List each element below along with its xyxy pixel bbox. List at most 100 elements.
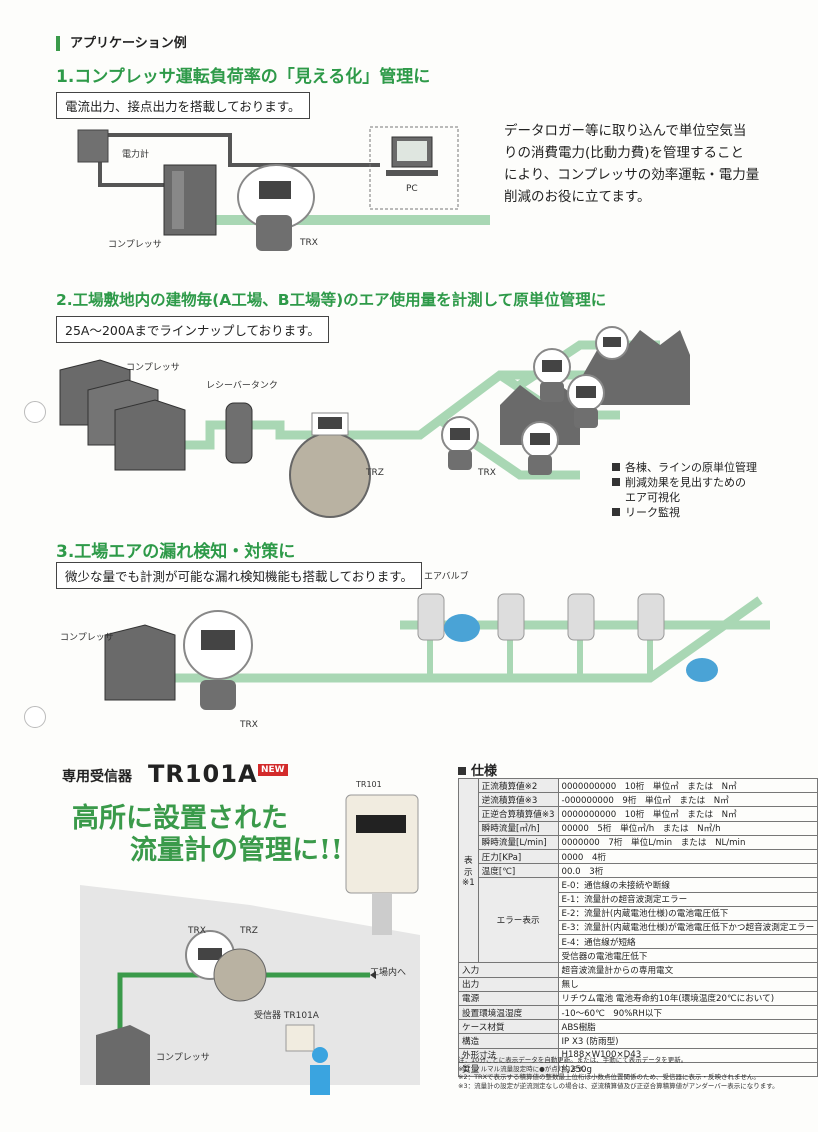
spec-row-value: リチウム電池 電池寿命約10年(環境温度20℃において) [557,990,818,1007]
spec-row-value: -000000000 9桁 単位㎥ または N㎥ [557,792,818,808]
note-3: ※2：TRXで表示する積算値の整数最上位桁は小数点位置関係のため、受信器に表示・… [458,1073,760,1082]
trx-label-3: TRX [240,720,258,730]
device-brand: TR101 [356,780,382,789]
spec-row-label: 出力 [458,976,559,992]
spec-row-value: 0000000000 10桁 単位㎥ または N㎥ [557,777,818,794]
section1-heading: 1.コンプレッサ運転負荷率の「見える化」管理に [56,67,431,87]
new-badge: NEW [258,764,288,776]
section1-note: 電流出力、接点出力を搭載しております。 [56,92,310,119]
spec-error-item: E-1：流量計の超音波測定エラー [557,891,818,907]
product-label: 専用受信器 [62,769,132,785]
trz-meter-body-2 [213,948,267,1002]
spec-row-label: 圧力[KPa] [477,848,559,865]
compressor-label-4: コンプレッサ [156,1053,210,1063]
spec-error-item: E-4：通信線が短絡 [557,934,818,950]
spec-row-label: 正流積算値※2 [477,777,559,794]
section1-cable-top [100,133,380,167]
desc-line-4: 削減のお役に立てます。 [504,189,651,205]
spec-row-value: 0000000 7桁 単位L/min または NL/min [557,834,818,850]
spec-row: 圧力[KPa]0000 4桁 [459,848,818,865]
person-body [310,1065,330,1095]
spec-error-item: E-3：流量計(内蔵電池仕様)が電池電圧低下かつ超音波測定エラー [557,919,818,936]
note-4: ※3：流量計の設定が逆流測定なしの場合は、逆流積算値及び正逆合算積算値がアンダー… [458,1081,779,1090]
power-meter-label: 電力計 [122,150,150,160]
section3-diagram [104,593,770,710]
spec-row-value: -10～60℃ 90%RH以下 [557,1004,818,1021]
trz-meter-body [289,432,371,518]
spec-row: 瞬時流量[L/min]0000000 7桁 単位L/min または NL/min [459,834,818,850]
spec-row-label: 電源 [458,990,559,1007]
section1-diagram [77,126,490,251]
spec-row-value: 00000 5桁 単位㎥/h または N㎥/h [557,820,818,836]
compressor-3 [104,624,176,701]
desc-line-3: により、コンプレッサの効率運転・電力量 [504,167,760,183]
receiver-tank [225,402,253,464]
receiver-illustration [80,794,420,1095]
spec-row-label: 設置環境温湿度 [458,1004,559,1021]
receiver-mount-pole [372,893,392,935]
spec-row: 出力無し [458,976,818,992]
trx-body [256,215,292,251]
compressor-label-3: コンプレッサ [60,633,114,643]
trx-label-2: TRX [478,468,496,478]
factory-inlet-label: 工場内へ [370,968,407,978]
desc-line-1: データロガー等に取り込んで単位空気当 [504,123,747,139]
catchphrase-line-1: 高所に設置された [72,803,288,834]
trx-meter-group [441,326,629,475]
spec-error-item: 受信器の電池電圧低下 [557,948,818,964]
spec-row-label: 瞬時流量[㎥/h] [477,820,559,836]
compressor-3 [114,399,186,471]
section3-heading: 3.工場エアの漏れ検知・対策に [56,542,296,562]
section2-note: 25A～200Aまでラインナップしております。 [56,316,329,343]
trz-label-2: TRZ [240,926,258,936]
spec-row-value: 0000 4桁 [557,848,818,865]
section1-description: データロガー等に取り込んで単位空気当 りの消費電力(比動力費)を管理すること に… [504,120,759,208]
spec-error-item: E-2：流量計(内蔵電池仕様)の電池電圧低下 [557,905,818,921]
spec-row-label: 入力 [458,962,559,978]
spec-row-value: IP X3 (防雨型) [557,1033,818,1049]
spec-group-display: 表示 ※1 [458,777,479,964]
leak-cloud-2 [686,658,718,682]
spec-row: 入力超音波流量計からの専用電文 [458,962,818,978]
person-head [312,1047,328,1063]
bullet-1: 各棟、ラインの原単位管理 [612,460,757,475]
spec-row-label: 逆流積算値※3 [477,792,559,808]
pc-label: PC [406,184,418,194]
note-2: ※1：ノルマル流量設定時に●が点灯します。 [458,1064,590,1073]
air-valve-label: エアバルブ [424,572,469,582]
air-valves [417,593,665,641]
spec-row: 瞬時流量[㎥/h]00000 5桁 単位㎥/h または N㎥/h [459,820,818,836]
spec-row: 電源リチウム電池 電池寿命約10年(環境温度20℃において) [458,990,818,1007]
receiver-device [345,794,419,894]
compressor-4 [96,1025,150,1085]
spec-error-label: エラー表示 [477,877,559,964]
spec-row-label: 構造 [458,1033,559,1049]
bullet-3: リーク監視 [612,505,757,520]
section2-diagram [59,326,690,518]
bullet-2: 削減効果を見出すための [612,475,757,490]
section2-bullets: 各棟、ラインの原単位管理 削減効果を見出すための エア可視化 リーク監視 [612,460,757,520]
spec-row-value: 約250g [557,1061,818,1077]
binder-hole-2 [24,706,46,728]
trx-display [259,181,291,199]
spec-row-label: 温度[℃] [477,863,559,879]
spec-title: 仕様 [458,760,497,779]
leak-cloud-1 [444,614,480,642]
trx-label-4: TRX [188,926,206,936]
spec-row-value: 超音波流量計からの専用電文 [557,962,818,978]
spec-error-item: E-0：通信線の未接続や断線 [557,877,818,893]
spec-row: 逆流積算値※3-000000000 9桁 単位㎥ または N㎥ [459,792,818,808]
spec-row-label: 瞬時流量[L/min] [477,834,559,850]
section2-heading: 2.工場敷地内の建物毎(A工場、B工場等)のエア使用量を計測して原単位管理に [56,291,607,309]
compressor-label-2: コンプレッサ [126,363,180,373]
trx-body-3 [200,680,236,710]
receiver-mini [285,1024,315,1052]
bullet-2-cont: エア可視化 [625,491,680,504]
spec-notes: 注：10分ごとに表示データを自動更新。または、手動にて表示データを更新。 ※1：… [458,1056,779,1090]
trz-label: TRZ [366,468,384,478]
spec-row-value: 0000000000 10桁 単位㎥ または N㎥ [557,806,818,822]
pc-keyboard [386,170,438,176]
